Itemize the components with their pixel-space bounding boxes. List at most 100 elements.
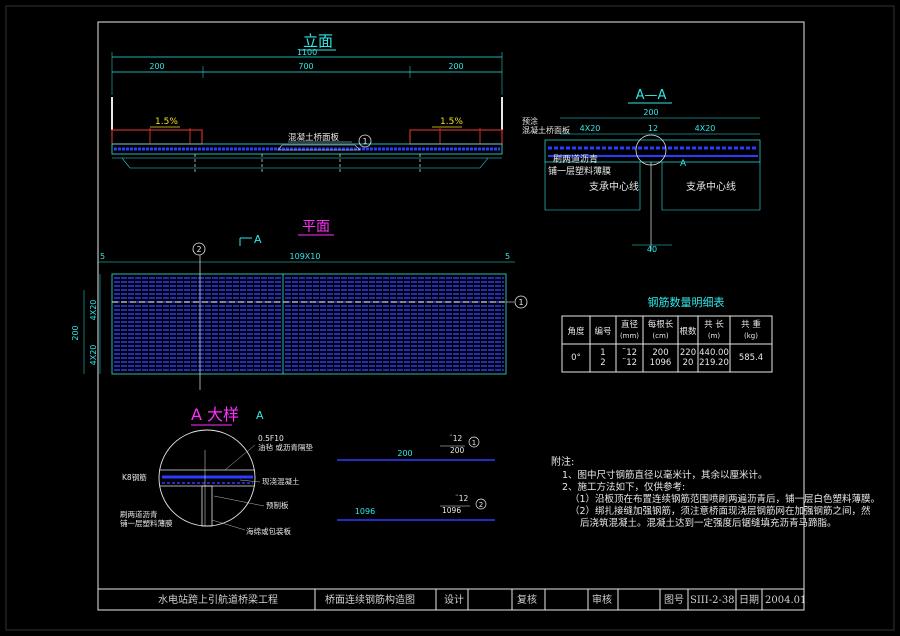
rebar-table-header: 共 重(kg) — [741, 319, 761, 340]
section-aa-dim-top: 200 — [643, 108, 658, 117]
tb-project: 水电站跨上引航道桥梁工程 — [158, 593, 278, 606]
plan-rebar-grid — [114, 277, 504, 371]
detail-label-cast: 现浇混凝土 — [262, 476, 300, 486]
drawing-frame — [97, 21, 805, 611]
detail-label-precast: 预制板 — [266, 500, 289, 510]
tb-fig-label: 图号 — [664, 594, 684, 606]
notes-line: （1）沿板顶在布置连续钢筋范围喷刷两遍沥青后，铺一层白色塑料薄膜。 — [570, 493, 880, 505]
plan-section-marker: A — [254, 233, 262, 246]
detail-title: A 大样 — [191, 405, 239, 424]
section-aa-dim-bottom: 40 — [647, 245, 657, 254]
rebar-table-cell: 585.4 — [739, 353, 763, 363]
rebar-table-header: 共 长(m) — [704, 319, 724, 340]
section-aa-label-asphalt: 刷两道沥青 — [553, 153, 598, 165]
elevation-dim-mid: 700 — [298, 62, 313, 71]
elevation-callout-circle — [358, 134, 372, 148]
rebar-table-cell: 20 — [683, 358, 694, 368]
plan-callout-1: 1 — [518, 298, 523, 307]
rebar-2-name: ¨12 — [455, 494, 469, 503]
tb-date: 2004.01 — [765, 595, 806, 606]
section-aa-label-film: 铺一层塑料薄膜 — [548, 165, 611, 177]
notes-line: 1、图中尺寸钢筋直径以毫米计，其余以厘米计。 — [562, 469, 768, 481]
plan-dim-side-1: 4X20 — [89, 300, 98, 321]
rebar-2-len: 1096 — [442, 506, 461, 515]
notes-line: （2）绑扎接缝加强钢筋，须注意桥面现浇层钢筋网在加强钢筋之间，然 — [570, 505, 871, 517]
rebar-table-text: 角度编号直径(mm) 每根长(cm) 根数共 长(m) 共 重(kg) 0° 1 ¨12 20… — [567, 319, 763, 368]
elevation-barrier-right — [409, 129, 503, 145]
rebar-table-cell: 2 — [600, 358, 605, 368]
section-aa-dim-mid: 12 — [648, 124, 658, 133]
notes: 1、图中尺寸钢筋直径以毫米计，其余以厘米计。2、施工方法如下，仅供参考:（1）沿… — [562, 469, 880, 529]
notes-title: 附注: — [551, 455, 574, 468]
rebar-table-cell: 220 — [680, 348, 696, 358]
rebar-table-cell: 219.20 — [699, 358, 729, 368]
plan-dim-end-left: 5 — [100, 252, 105, 261]
plan-dim-height: 200 — [71, 325, 80, 340]
rebar-2-dim: 1096 — [355, 507, 375, 516]
rebar-1-dim: 200 — [397, 449, 412, 458]
rebar-table-cell: 编号 — [594, 326, 611, 337]
detail-label-asphalt: 刷两道沥青 — [120, 509, 158, 519]
detail-label-top2: 油毡 或沥青隔垫 — [258, 442, 313, 452]
tb-date-label: 日期 — [739, 594, 759, 606]
rebar-table — [561, 315, 773, 373]
plan-dim-total: 109X10 — [290, 252, 321, 261]
rebar-table-title: 钢筋数量明细表 — [648, 295, 725, 309]
section-aa-label-support-left: 支承中心线 — [589, 180, 639, 193]
elevation-dim-total: 1100 — [297, 48, 317, 57]
rebar-table-header: 每根长(cm) — [648, 319, 674, 340]
elevation-barrier-left — [111, 129, 203, 145]
section-aa-dim-left: 4X20 — [580, 124, 601, 133]
tb-approve: 审核 — [592, 593, 612, 606]
section-aa-label-support-right: 支承中心线 — [686, 180, 736, 193]
elevation-deck — [111, 143, 503, 155]
title-block — [98, 588, 804, 610]
detail-ref: A — [256, 409, 264, 422]
rebar-table-cell: 0° — [571, 353, 581, 363]
rebar-1-id: 1 — [472, 439, 476, 447]
section-aa-callout-a: A — [680, 159, 687, 169]
tb-drawing-name: 桥面连续钢筋构造图 — [325, 593, 415, 606]
section-aa-title: A—A — [636, 88, 667, 103]
slope-right: 1.5% — [440, 117, 463, 127]
elevation-deck-label: 混凝土桥面板 — [288, 132, 340, 143]
tb-design: 设计 — [444, 593, 464, 606]
sheet-border — [5, 5, 895, 631]
section-aa-deck — [544, 139, 761, 163]
detail-label-ply: 海绵或包装板 — [246, 526, 291, 536]
rebar-2-id: 2 — [479, 501, 483, 509]
detail-label-rebar: K8钢筋 — [122, 472, 147, 482]
rebar-1-name: ¨12 — [449, 434, 463, 443]
section-aa-detail-circle — [635, 134, 667, 166]
rebar-table-cell: 200 — [652, 348, 668, 358]
rebar-table-cell: ¨12 — [622, 348, 637, 358]
plan-dim-end-right: 5 — [505, 252, 510, 261]
slope-left: 1.5% — [155, 117, 178, 127]
notes-line: 2、施工方法如下，仅供参考: — [562, 481, 685, 493]
plan-slab — [111, 273, 507, 375]
tb-review: 复核 — [517, 593, 537, 606]
section-aa-dim-right: 4X20 — [695, 124, 716, 133]
tb-fig-no: SIII-2-38 — [690, 595, 735, 606]
section-aa-label-prefix: 预涂 — [522, 116, 538, 126]
rebar-table-cell: 1 — [600, 348, 605, 358]
rebar-table-cell: 440.00 — [699, 348, 729, 358]
elevation-title: 立面 — [303, 32, 333, 50]
rebar-table-cell: 角度 — [567, 326, 585, 337]
section-aa-label-deck: 混凝土桥面板 — [522, 125, 570, 135]
rebar-1-len: 200 — [450, 446, 465, 455]
rebar-table-header: 直径(mm) — [620, 319, 639, 340]
elevation-callout-1: 1 — [362, 137, 367, 146]
plan-callout-2: 2 — [196, 245, 201, 254]
notes-line: 后浇筑混凝土。混凝土达到一定强度后锯缝填充沥青马蹄脂。 — [580, 517, 837, 529]
rebar-table-cell: 1096 — [650, 358, 672, 368]
plan-dim-side-2: 4X20 — [89, 345, 98, 366]
elevation-dim-right: 200 — [448, 62, 463, 71]
elevation-dim-left: 200 — [149, 62, 164, 71]
detail-label-film: 铺一层塑料薄膜 — [120, 518, 173, 528]
rebar-table-cell: ¨12 — [622, 358, 637, 368]
rebar-table-cell: 根数 — [679, 326, 697, 337]
detail-label-top: 0.5F10 — [258, 434, 284, 443]
plan-title: 平面 — [302, 219, 330, 235]
